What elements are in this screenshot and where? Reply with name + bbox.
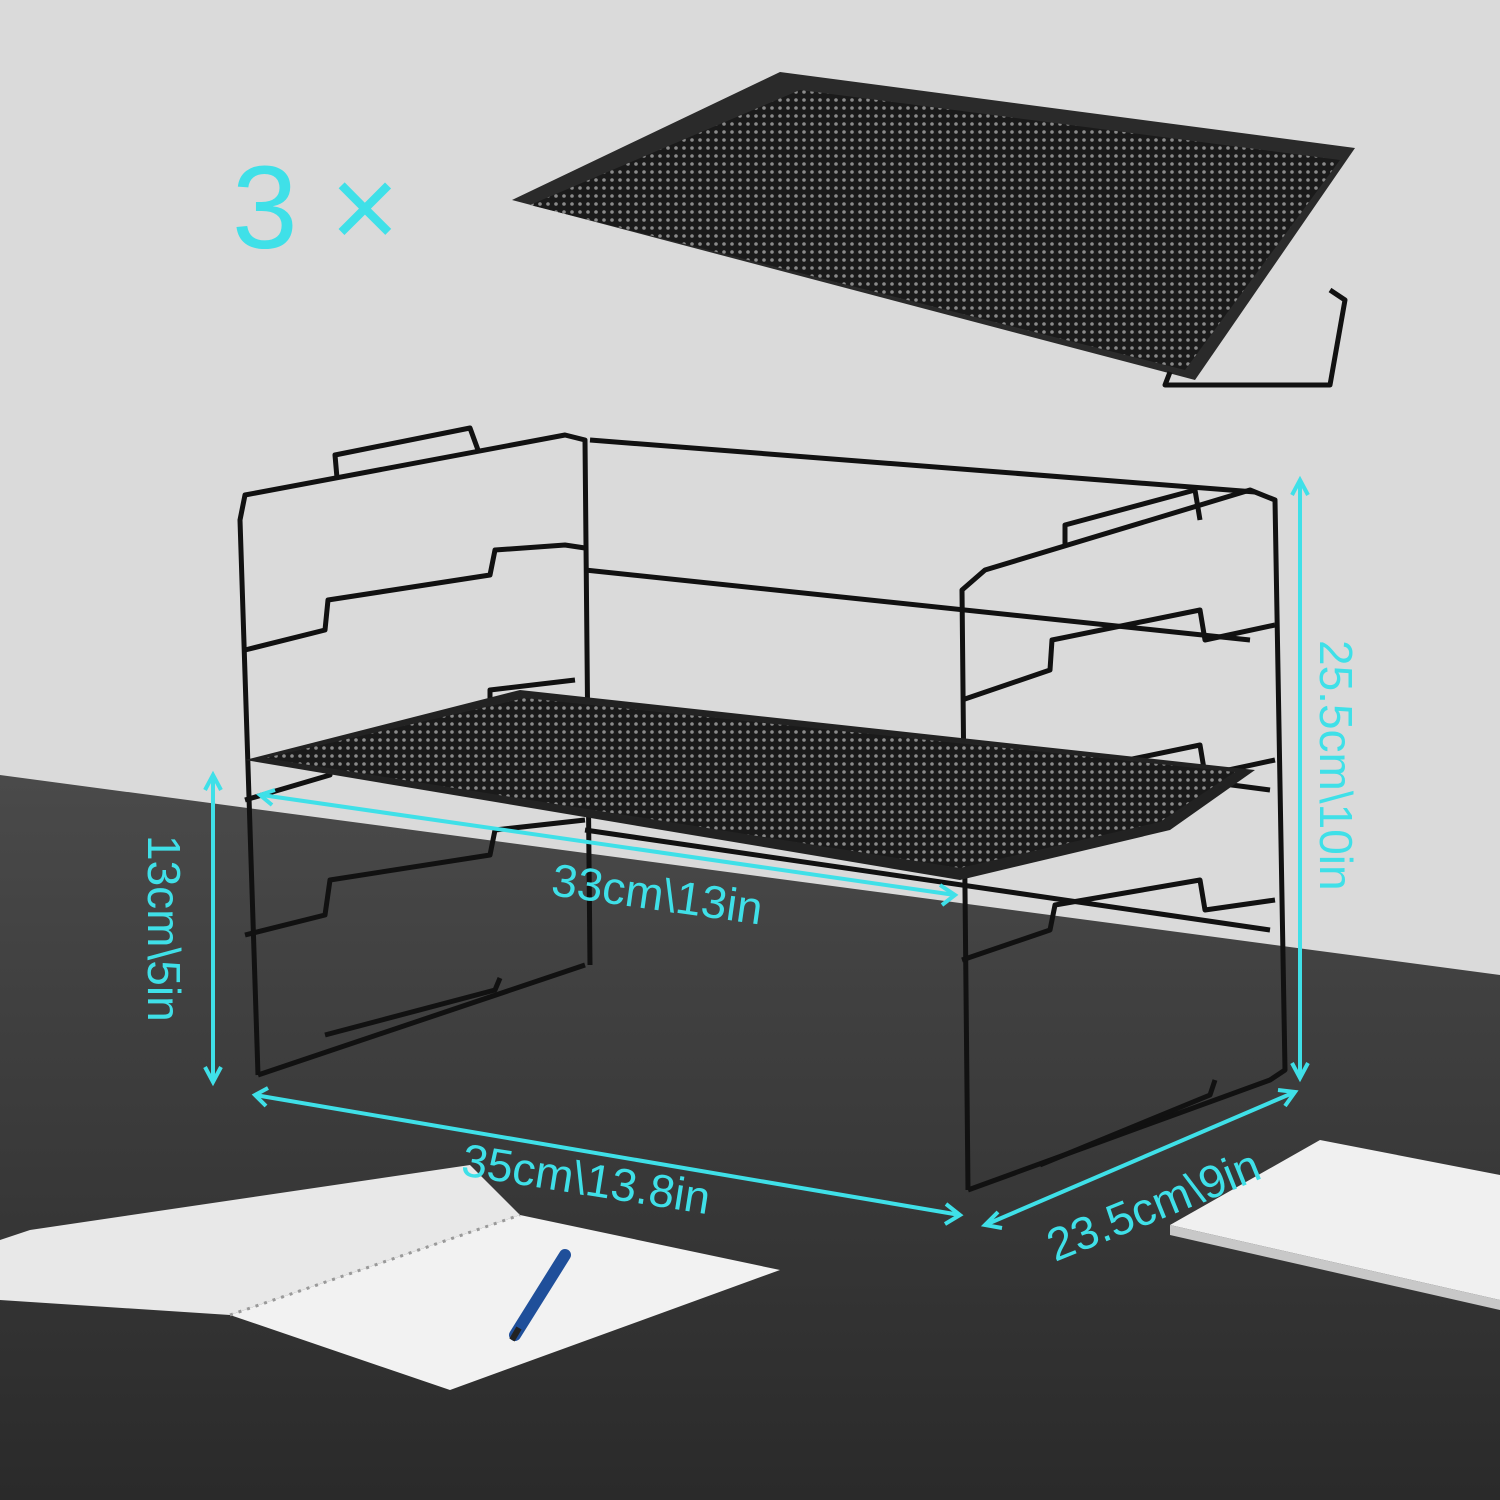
tier-height-label: 13cm\5in xyxy=(138,835,190,1022)
keyboard xyxy=(1170,1140,1500,1310)
file-organizer-rack xyxy=(237,425,1288,1193)
notebook xyxy=(0,1165,780,1390)
pen xyxy=(509,1249,571,1342)
depth-line xyxy=(984,1090,1296,1227)
width-line xyxy=(254,1093,961,1217)
shelf-depth-line xyxy=(261,793,956,897)
mesh-tray-image xyxy=(512,72,1355,388)
total-height-label: 25.5cm\10in xyxy=(1310,640,1362,891)
quantity-label: 3 × xyxy=(232,142,399,274)
